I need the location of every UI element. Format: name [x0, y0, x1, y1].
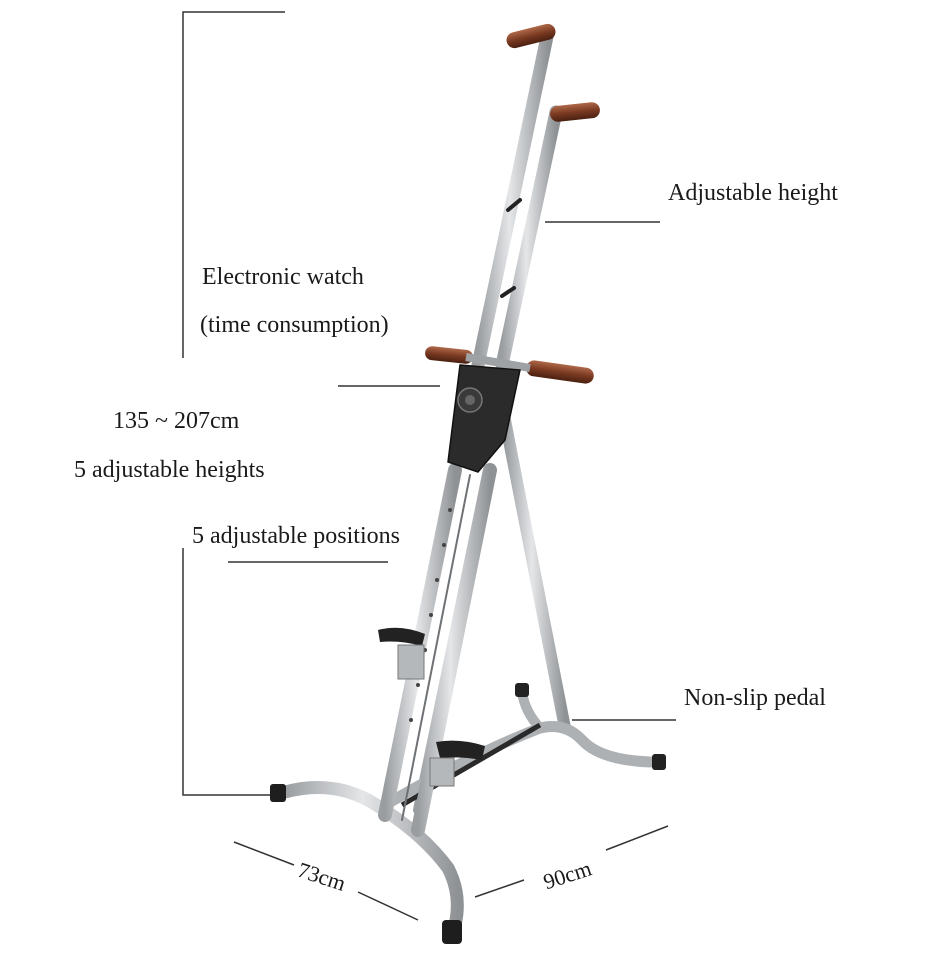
dimension-90-line-right [605, 825, 669, 851]
lower-grip-right [526, 360, 594, 384]
pedals [378, 627, 485, 787]
adjustment-holes [409, 508, 452, 722]
front-base [278, 781, 464, 932]
upper-pedal [378, 627, 425, 646]
label-adjustable-height: Adjustable height [668, 180, 838, 206]
label-adjustable-heights: 5 adjustable heights [74, 457, 265, 483]
lower-grip-left [425, 346, 473, 364]
dimension-73-line-left [233, 841, 295, 866]
upper-grip [550, 102, 600, 122]
height-bracket-lower [182, 548, 275, 796]
front-foot-cap-left [270, 784, 286, 802]
lower-pedal [436, 740, 485, 760]
front-foot-cap-right [442, 920, 462, 944]
dimension-73-line-right [357, 891, 419, 921]
electronic-console [447, 364, 521, 473]
label-depth-90: 90cm [540, 855, 594, 894]
climber-machine [270, 23, 666, 944]
rear-foot-cap [652, 754, 666, 770]
label-adjustable-positions: 5 adjustable positions [192, 523, 400, 549]
label-width-73: 73cm [295, 857, 349, 896]
label-electronic-watch: Electronic watch [202, 264, 364, 290]
handle-grips [425, 23, 600, 384]
dimension-90-line-left [474, 879, 525, 898]
label-non-slip-pedal: Non-slip pedal [684, 685, 826, 711]
label-height-range: 135 ~ 207cm [113, 408, 240, 434]
label-time-consumption: (time consumption) [200, 312, 389, 338]
top-grip [506, 23, 556, 49]
dimension-lines [182, 11, 676, 921]
height-bracket-upper [182, 11, 285, 358]
upper-poles [471, 25, 563, 372]
